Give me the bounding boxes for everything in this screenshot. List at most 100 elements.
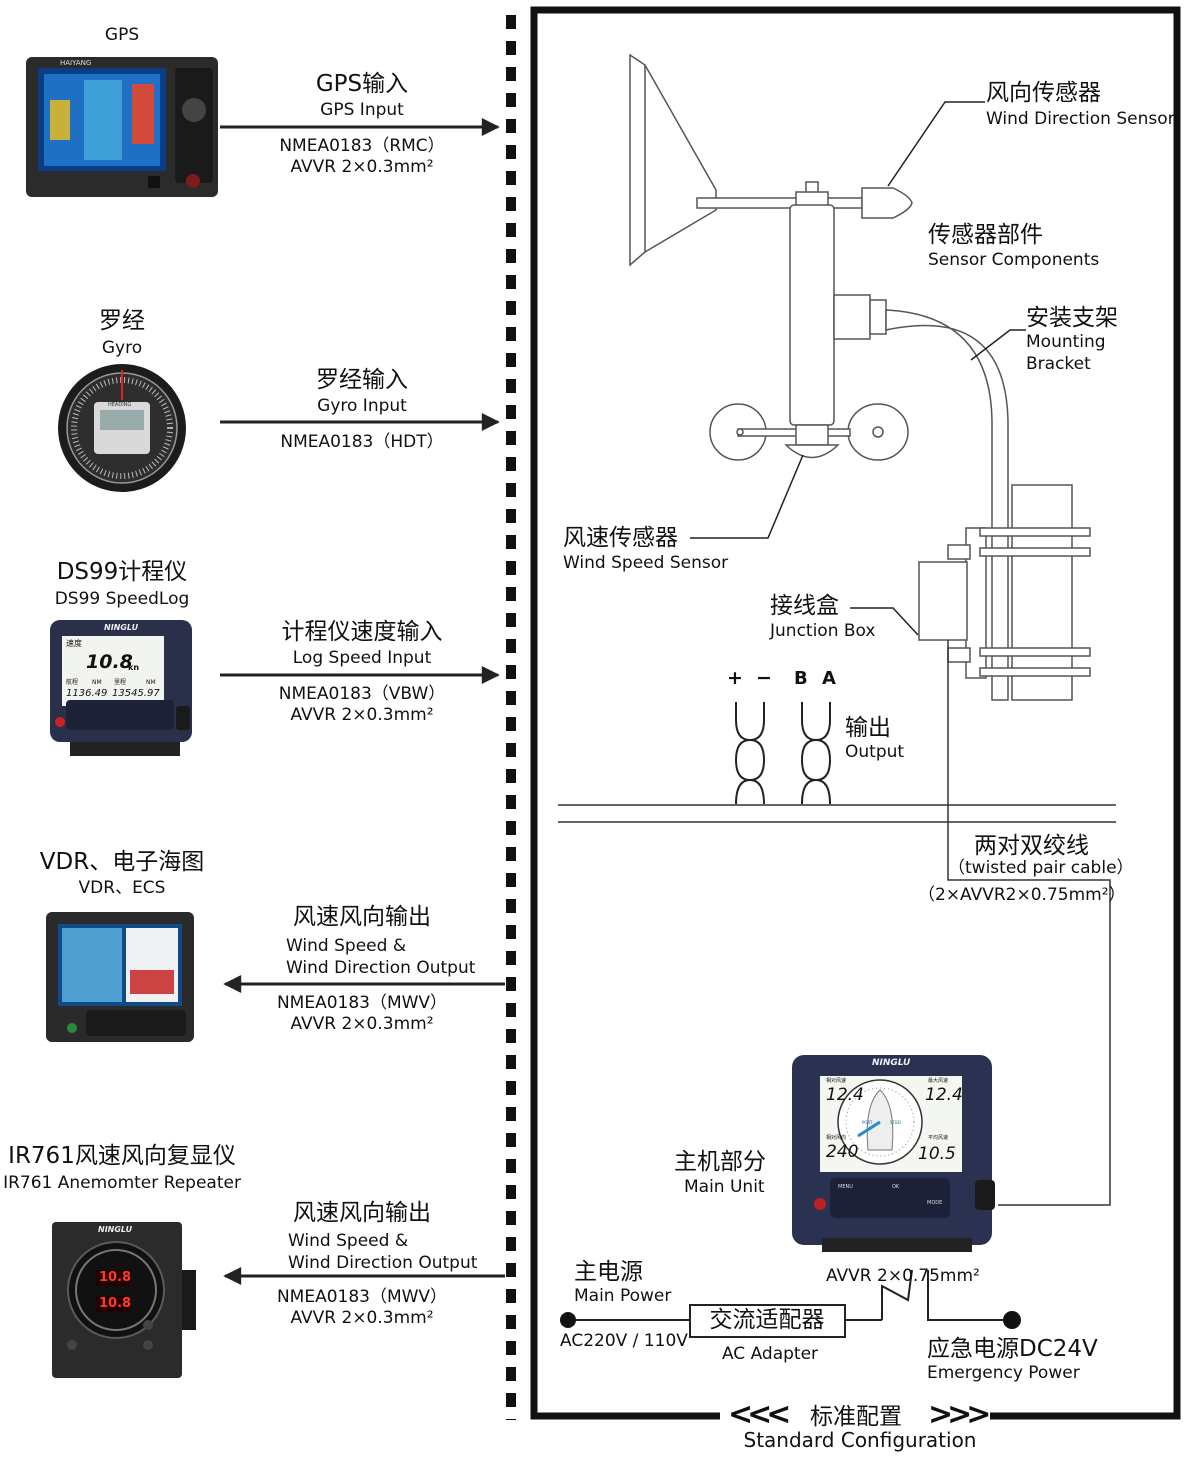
conn-repeater-spec-2: AVVR 2×0.3mm² [290,1308,434,1328]
speedlog-left-value: 1136.49 [66,688,108,699]
wind-direction-label-cn: 风向传感器 [986,80,1101,106]
conn-gps-title-cn: GPS输入 [315,71,409,97]
gps-brand: HAIYANG [60,59,92,67]
speedlog-label-cn: DS99计程仪 [56,559,188,585]
conn-repeater-title-cn: 风速风向输出 [293,1200,431,1226]
speedlog-label-en: DS99 SpeedLog [54,589,190,609]
speedlog-right-value: 13545.97 [112,688,160,699]
conn-gyro-title-cn: 罗经输入 [316,367,408,393]
mu-br-label: 平均风速 [928,1135,949,1141]
speedlog-speed: 10.8 [86,651,133,673]
cable-label-cn: 两对双绞线 [974,833,1089,859]
footer-title-cn: 标准配置 [810,1404,902,1430]
gyro-label-cn: 罗经 [99,308,145,334]
conn-gyro-title-en: Gyro Input [317,396,407,416]
junction-box-label-cn: 接线盒 [770,593,839,619]
main-power-label-en: Main Power [574,1286,672,1306]
terminal-plus: + [727,667,743,689]
mu-ok-button: OK [892,1184,900,1190]
gyro-label-en: Gyro [101,338,143,358]
wind-direction-label-en: Wind Direction Sensor [986,109,1175,129]
conn-repeater-title-en-1: Wind Speed & [288,1231,409,1251]
speedlog-unit: kn [128,663,140,672]
conn-gyro-spec-1: NMEA0183（HDT） [280,432,444,452]
conn-gps-spec-2: AVVR 2×0.3mm² [290,157,434,177]
emergency-power-label-en: Emergency Power [927,1363,1080,1383]
emergency-power-label-cn: 应急电源DC24V [927,1336,1098,1362]
terminal-minus: − [756,667,772,689]
speedlog-brand: NINGLU [104,623,139,632]
power-cable-spec: AVVR 2×0.75mm² [826,1266,980,1286]
repeater-device [52,1222,196,1378]
conn-vdr-title-en-2: Wind Direction Output [286,958,476,978]
vdr-label-cn: VDR、电子海图 [39,849,205,875]
mu-mode-button: MODE [927,1200,943,1206]
speedlog-screen-label: 速度 [66,639,82,648]
repeater-value-1: 10.8 [99,1270,132,1285]
conn-vdr-spec-2: AVVR 2×0.3mm² [290,1014,434,1034]
repeater-label-en: IR761 Anemomter Repeater [3,1173,241,1193]
power-wiring [568,1269,1012,1321]
sensor-components-label-en: Sensor Components [928,250,1100,270]
ac-terminal [560,1312,576,1328]
speedlog-right-unit: NM [146,679,156,686]
sensor-cable [947,640,1111,1206]
main-power-label-cn: 主电源 [574,1259,643,1285]
output-twisted-pairs [734,702,832,805]
main-unit-label-cn: 主机部分 [674,1149,766,1175]
bracket-label-en-1: Mounting [1026,332,1106,352]
footer-right-chevrons: >>> [928,1397,991,1432]
junction-box-label-en: Junction Box [770,621,876,641]
main-unit-brand: NINGLU [872,1058,911,1068]
conn-repeater-title-en-2: Wind Direction Output [288,1253,478,1273]
gyro-screen-text: HEADING [108,402,132,408]
conn-vdr-title-en-1: Wind Speed & [286,936,407,956]
wind-speed-label-en: Wind Speed Sensor [563,553,729,573]
speedlog-device [50,620,192,756]
conn-gps-spec-1: NMEA0183（RMC） [279,136,445,156]
wind-sensor [629,53,1091,701]
dc-terminal [1003,1311,1021,1329]
terminal-b: B [794,668,808,689]
conn-vdr-spec-1: NMEA0183（MWV） [276,993,448,1013]
standard-config-frame [530,6,1181,1420]
mu-stbd: STBD [890,1120,901,1125]
terminal-a: A [822,668,836,689]
speedlog-left-unit: NM [92,679,102,686]
sensor-leaders [690,101,1026,636]
gps-device [26,57,218,197]
cable-spec: （2×AVVR2×0.75mm²） [918,885,1126,905]
bracket-label-en-2: Bracket [1026,354,1091,374]
gps-label: GPS [104,25,140,45]
speedlog-left-label: 航程 [66,679,79,686]
footer-left-chevrons: <<< [728,1397,791,1432]
conn-log-spec-1: NMEA0183（VBW） [278,684,446,704]
conn-vdr-title-cn: 风速风向输出 [293,904,431,930]
repeater-brand: NINGLU [98,1225,133,1234]
conn-gps-title-en: GPS Input [320,100,404,120]
ac-adapter-label-en: AC Adapter [721,1344,819,1364]
output-label-cn: 输出 [845,715,891,741]
mu-tr-value: 12.4 [925,1085,963,1105]
ac-adapter-label-cn: 交流适配器 [709,1307,825,1333]
gyro-device [58,364,186,492]
mu-br-value: 10.5 [918,1144,956,1164]
mu-menu-button: MENU [838,1184,853,1190]
repeater-label-cn: IR761风速风向复显仪 [8,1143,236,1169]
footer-title-en: Standard Configuration [743,1428,977,1452]
mu-port: PORT [862,1120,873,1125]
conn-log-title-cn: 计程仪速度输入 [281,619,443,645]
conn-log-title-en: Log Speed Input [292,648,432,668]
mu-tr-label: 最大风速 [928,1078,949,1084]
cable-label-en: （twisted pair cable） [948,858,1134,878]
wind-speed-label-cn: 风速传感器 [563,525,678,551]
mu-tl-label: 相对风速 [826,1078,847,1084]
bracket-label-cn: 安装支架 [1026,305,1118,331]
main-unit-label-en: Main Unit [684,1177,765,1197]
vdr-device [46,912,194,1042]
conn-log-spec-2: AVVR 2×0.3mm² [290,705,434,725]
output-label-en: Output [845,742,905,762]
sensor-components-label-cn: 传感器部件 [928,222,1043,248]
mu-bl-label: 相对风向 [826,1135,847,1141]
